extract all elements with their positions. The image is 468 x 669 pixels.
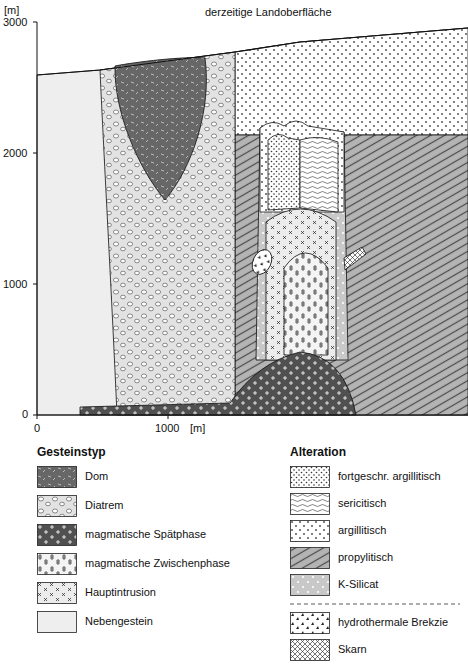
- legend-swatch: [37, 495, 77, 517]
- legend-swatch: [290, 639, 330, 661]
- axis-tick-label: 3000: [3, 16, 27, 29]
- legend-swatch: [37, 553, 77, 575]
- legend-text: Skarn: [338, 643, 367, 656]
- axis-tick-label: 2000: [3, 147, 27, 160]
- legend-swatch: [290, 547, 330, 569]
- legend-heading: Alteration: [290, 446, 346, 459]
- legend-swatch: [290, 612, 330, 634]
- legend-text: K-Silicat: [338, 578, 378, 591]
- axis-tick-label: 1000: [3, 278, 27, 291]
- legend-swatch: [290, 574, 330, 596]
- axis-unit: [m]: [4, 4, 19, 17]
- axis-tick-label: 0: [22, 408, 28, 421]
- legend-heading: Gesteinstyp: [37, 446, 106, 459]
- legend-text: magmatische Zwischenphase: [85, 557, 230, 570]
- legend-swatch: [290, 466, 330, 488]
- legend-text: Hauptintrusion: [85, 586, 156, 599]
- surface-label: derzeitige Landoberfläche: [205, 6, 332, 19]
- legend-swatch: [290, 493, 330, 515]
- legend-swatch: [37, 524, 77, 546]
- legend-text: fortgeschr. argillitisch: [338, 470, 441, 483]
- legend-swatch: [37, 611, 77, 633]
- legend-text: Diatrem: [85, 499, 124, 512]
- axis-tick-label: 1000: [155, 422, 179, 435]
- legend-text: Nebengestein: [85, 615, 153, 628]
- legend-swatch: [37, 466, 77, 488]
- axes: [33, 22, 468, 419]
- legend-text: Dom: [85, 470, 108, 483]
- legend-text: argillitisch: [338, 524, 386, 537]
- legend-swatch: [37, 582, 77, 604]
- geology: [37, 28, 468, 415]
- legend-text: propylitisch: [338, 551, 393, 564]
- axis-tick-label: 0: [34, 422, 40, 435]
- legend-text: magmatische Spätphase: [85, 528, 206, 541]
- legend-swatch: [290, 520, 330, 542]
- legend-text: sericitisch: [338, 497, 386, 510]
- legend-separator: [290, 604, 460, 605]
- legend-text: hydrothermale Brekzie: [338, 616, 448, 629]
- axis-unit: [m]: [190, 422, 205, 435]
